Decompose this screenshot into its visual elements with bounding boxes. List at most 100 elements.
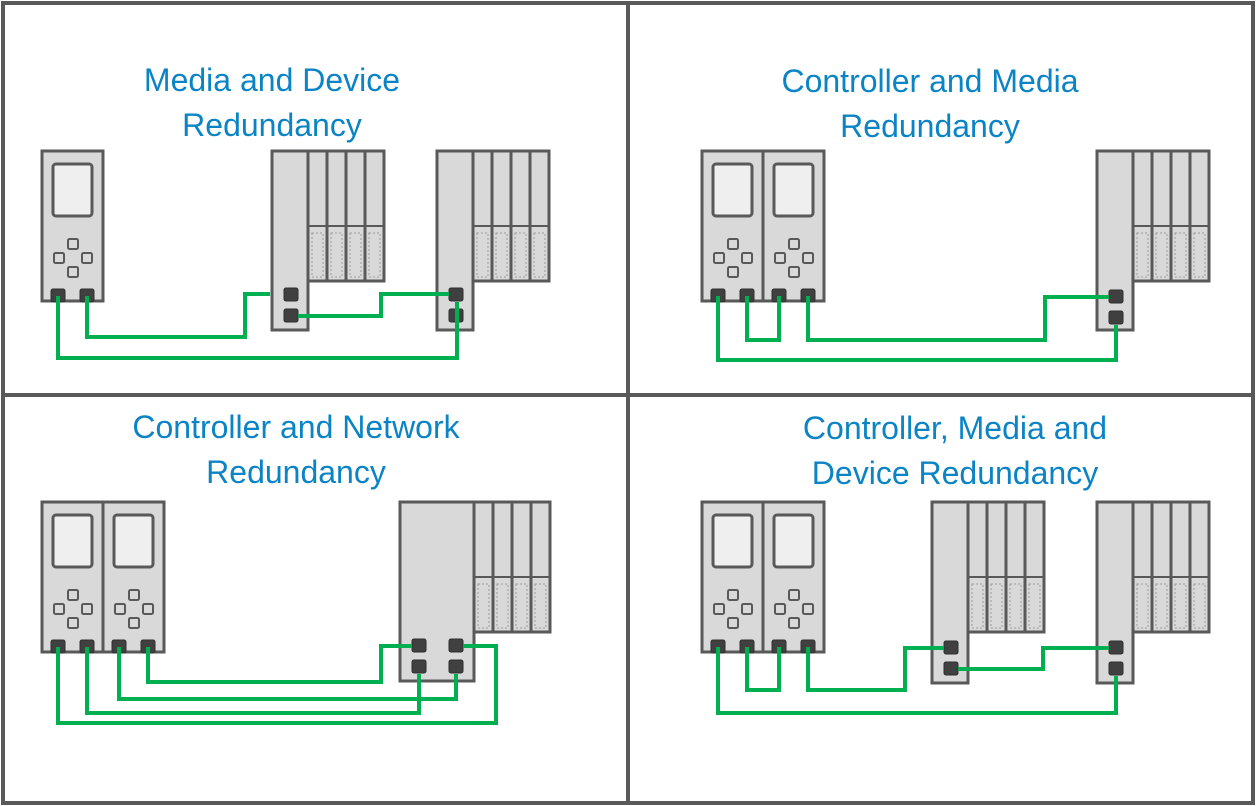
io-module (471, 149, 494, 283)
io-module (1150, 149, 1173, 283)
io-terminal-block (1174, 583, 1187, 629)
ethernet-cable (745, 647, 781, 692)
io-module (1169, 149, 1192, 283)
ethernet-cable (806, 646, 944, 692)
io-module (1131, 149, 1154, 283)
io-rack-icon (1095, 500, 1211, 685)
controller-screen (51, 513, 94, 569)
io-rack-icon (435, 149, 551, 332)
io-rack-icon (398, 500, 552, 683)
keypad-button (53, 603, 65, 615)
ethernet-port (1108, 289, 1124, 304)
keypad-button (727, 589, 739, 601)
io-terminal-block (1028, 583, 1041, 629)
controller-icon (101, 500, 166, 654)
io-terminal-block (349, 232, 362, 278)
ethernet-port (448, 659, 464, 674)
io-rack-icon (1095, 149, 1211, 332)
io-module (1188, 149, 1211, 283)
panel-title-line: Controller and Network (132, 409, 460, 445)
io-module (1150, 500, 1173, 634)
ethernet-cable (117, 647, 458, 701)
panel-title-line: Controller, Media and (802, 410, 1108, 446)
io-terminal-block (515, 583, 528, 629)
keypad-button (713, 252, 725, 264)
ethernet-cable (85, 292, 270, 339)
panel-title-line: Redundancy (206, 454, 386, 490)
io-adapter-body (270, 149, 310, 332)
io-terminal-block (971, 583, 984, 629)
ethernet-port (283, 287, 299, 302)
keypad-button (727, 617, 739, 629)
io-terminal-block (1136, 583, 1149, 629)
io-terminal-block (990, 583, 1003, 629)
keypad-button (788, 238, 800, 250)
controller-icon (700, 500, 765, 654)
keypad-button (713, 603, 725, 615)
panel-title-line: Redundancy (182, 107, 362, 143)
io-terminal-block (1193, 583, 1206, 629)
io-terminal-block (534, 583, 547, 629)
keypad-button (774, 252, 786, 264)
controller-icon (40, 149, 105, 303)
keypad-button (142, 603, 154, 615)
keypad-button (774, 603, 786, 615)
ethernet-port (943, 640, 959, 655)
io-terminal-block (496, 583, 509, 629)
ethernet-port (283, 308, 299, 323)
keypad-button (81, 603, 93, 615)
panel-title-line: Device Redundancy (811, 455, 1099, 491)
controller-screen (711, 162, 754, 218)
keypad-button (788, 589, 800, 601)
controller-screen (112, 513, 155, 569)
io-terminal-block (495, 232, 508, 278)
keypad-button (128, 589, 140, 601)
panel-title-line: Redundancy (840, 108, 1020, 144)
keypad-button (53, 252, 65, 264)
panel-title-controller-media-device: Controller, Media and Device Redundancy (699, 406, 1211, 496)
io-terminal-block (476, 232, 489, 278)
ethernet-port (411, 659, 427, 674)
keypad-button (67, 238, 79, 250)
io-module (528, 149, 551, 283)
ethernet-port (1108, 640, 1124, 655)
keypad-button (727, 238, 739, 250)
controller-icon (700, 149, 765, 303)
controller-icon (40, 500, 105, 654)
io-terminal-block (330, 232, 343, 278)
panel-title-line: Controller and Media (781, 63, 1079, 99)
ethernet-port (1108, 310, 1124, 325)
ethernet-port (448, 287, 464, 302)
io-module (1188, 500, 1211, 634)
keypad-button (67, 266, 79, 278)
io-adapter-body (1095, 500, 1135, 685)
io-terminal-block (1155, 232, 1168, 278)
io-terminal-block (1136, 232, 1149, 278)
io-terminal-block (1155, 583, 1168, 629)
io-module (491, 500, 514, 634)
keypad-button (128, 617, 140, 629)
ethernet-cable (298, 292, 449, 318)
io-module (509, 149, 532, 283)
keypad-button (788, 617, 800, 629)
keypad-button (114, 603, 126, 615)
ethernet-port (411, 638, 427, 653)
io-module (363, 149, 386, 283)
ethernet-cable (716, 296, 1118, 362)
controller-screen (772, 162, 815, 218)
io-module (529, 500, 552, 634)
ethernet-cable (716, 647, 1118, 715)
io-module (510, 500, 533, 634)
io-module (325, 149, 348, 283)
io-module (306, 149, 329, 283)
io-module (1169, 500, 1192, 634)
io-module (1004, 500, 1027, 634)
io-module (985, 500, 1008, 634)
ethernet-cable (56, 644, 498, 725)
panel-title-controller-network: Controller and Network Redundancy (40, 405, 552, 495)
ethernet-cable (56, 296, 459, 360)
keypad-button (802, 252, 814, 264)
controller-screen (772, 513, 815, 569)
